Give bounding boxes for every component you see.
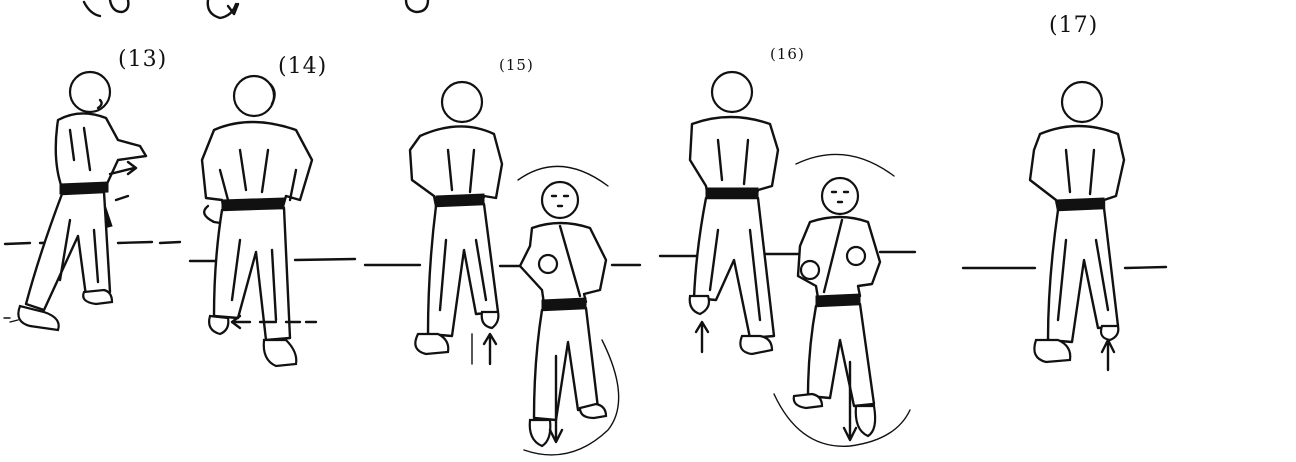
- previous-row-feet: [84, 0, 428, 18]
- figure-13-label: (13): [118, 47, 167, 72]
- figure-16: [690, 72, 910, 446]
- figure-14-label: (14): [278, 54, 327, 79]
- figure-17: [1030, 82, 1124, 370]
- figure-16-label: (16): [770, 45, 805, 63]
- figure-15: [410, 82, 619, 455]
- figure-17-label: (17): [1049, 13, 1098, 38]
- figure-13: [4, 72, 146, 330]
- figure-14: [202, 76, 316, 366]
- figure-15-label: (15): [499, 56, 534, 74]
